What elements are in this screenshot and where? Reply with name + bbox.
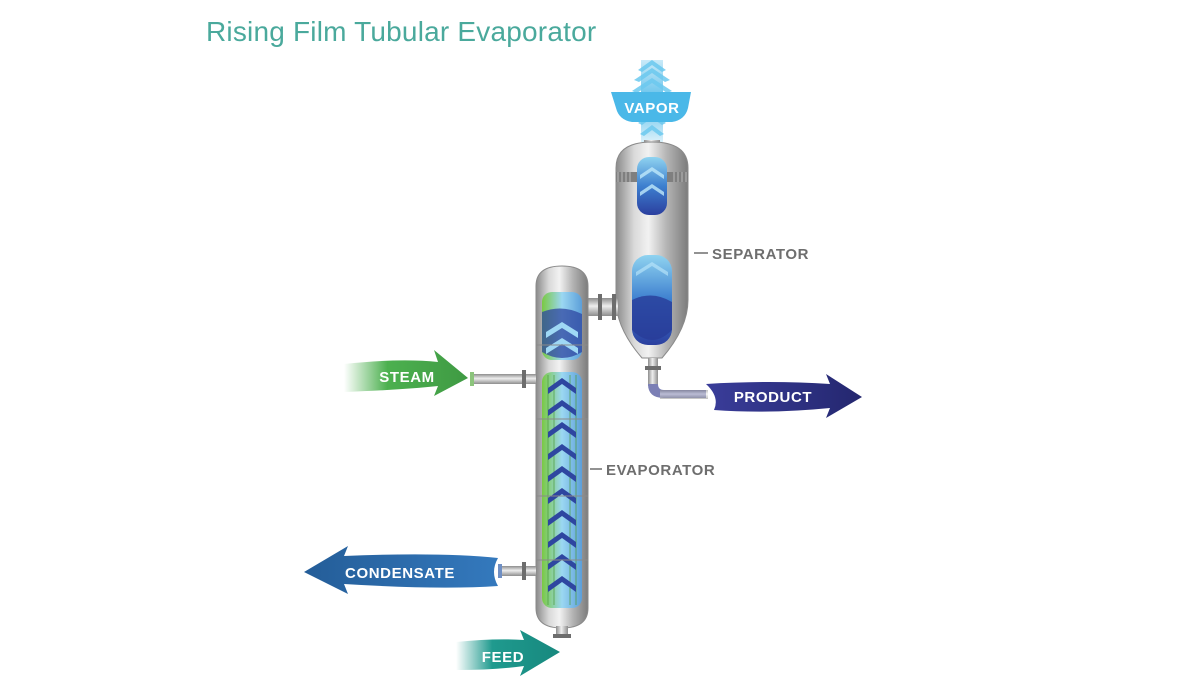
steam-inlet: STEAM (344, 350, 536, 396)
steam-label: STEAM (379, 369, 435, 386)
condensate-arrow-icon (304, 546, 498, 594)
condensate-label: CONDENSATE (345, 565, 455, 582)
vapor-label: VAPOR (624, 100, 679, 117)
feed-inlet: FEED (456, 630, 560, 676)
feed-arrow-icon (456, 630, 560, 676)
evaporator-vessel (535, 265, 589, 638)
vapor-outlet: VAPOR (611, 60, 691, 142)
vapor-banner (611, 92, 691, 122)
vapor-connecting-pipe (584, 294, 618, 320)
evaporator-label: EVAPORATOR (606, 462, 715, 479)
product-label: PRODUCT (734, 389, 812, 406)
diagram-title: Rising Film Tubular Evaporator (206, 16, 597, 47)
condensate-outlet: CONDENSATE (304, 546, 536, 594)
product-outlet: PRODUCT (706, 374, 862, 418)
feed-label: FEED (482, 649, 524, 666)
separator-vessel (615, 140, 708, 399)
steam-arrow-icon (344, 350, 468, 396)
product-arrow-icon (706, 374, 862, 418)
separator-label: SEPARATOR (712, 246, 809, 263)
